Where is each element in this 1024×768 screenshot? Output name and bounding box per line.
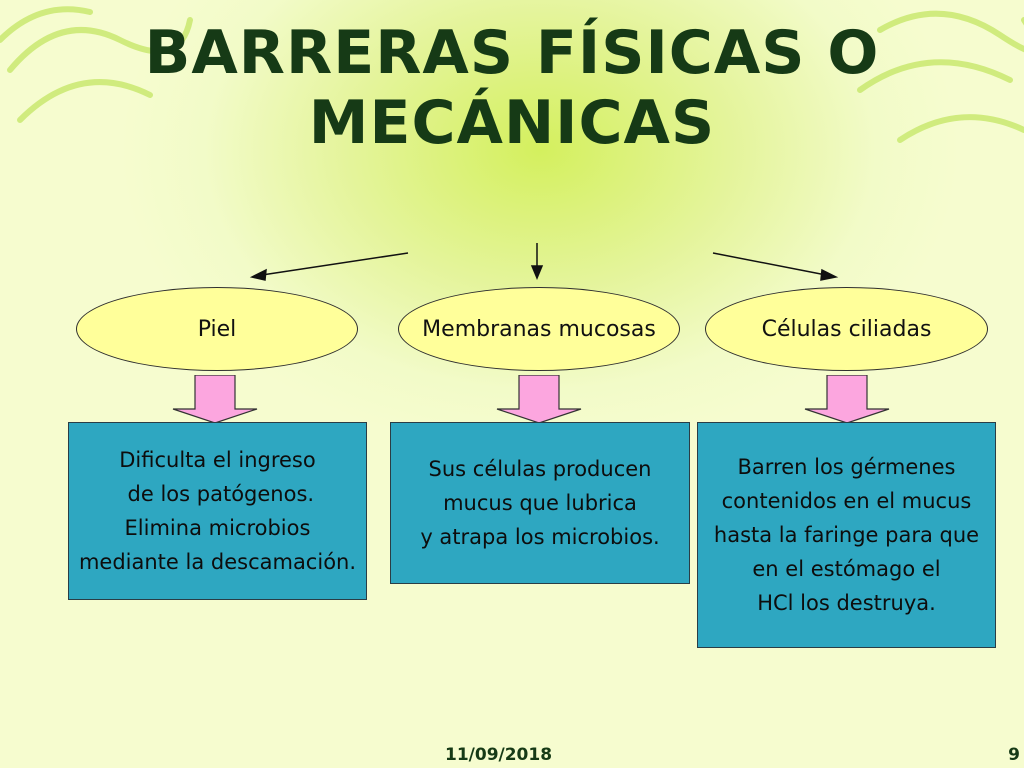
down-arrow-celulas	[804, 375, 890, 424]
page-title: BARRERAS FÍSICAS O MECÁNICAS	[0, 18, 1024, 158]
down-arrow-membranas	[496, 375, 582, 424]
title-line-1: BARRERAS FÍSICAS O	[144, 18, 880, 88]
description-membranas: Sus células producen mucus que lubrica y…	[420, 457, 660, 549]
node-membranas-mucosas: Membranas mucosas	[398, 287, 680, 371]
description-box-celulas: Barren los gérmenes contenidos en el muc…	[697, 422, 996, 648]
node-celulas-ciliadas-label: Células ciliadas	[761, 316, 932, 342]
description-box-piel: Dificulta el ingreso de los patógenos. E…	[68, 422, 367, 600]
footer-date: 11/09/2018	[445, 745, 553, 765]
title-line-2: MECÁNICAS	[308, 88, 716, 158]
description-celulas: Barren los gérmenes contenidos en el muc…	[713, 455, 980, 615]
node-membranas-mucosas-label: Membranas mucosas	[422, 316, 656, 342]
node-piel: Piel	[76, 287, 358, 371]
page-number: 9	[1008, 745, 1020, 765]
description-box-membranas: Sus células producen mucus que lubrica y…	[390, 422, 690, 584]
node-piel-label: Piel	[197, 316, 237, 342]
description-piel: Dificulta el ingreso de los patógenos. E…	[78, 448, 357, 574]
down-arrow-piel	[172, 375, 258, 424]
node-celulas-ciliadas: Células ciliadas	[705, 287, 988, 371]
